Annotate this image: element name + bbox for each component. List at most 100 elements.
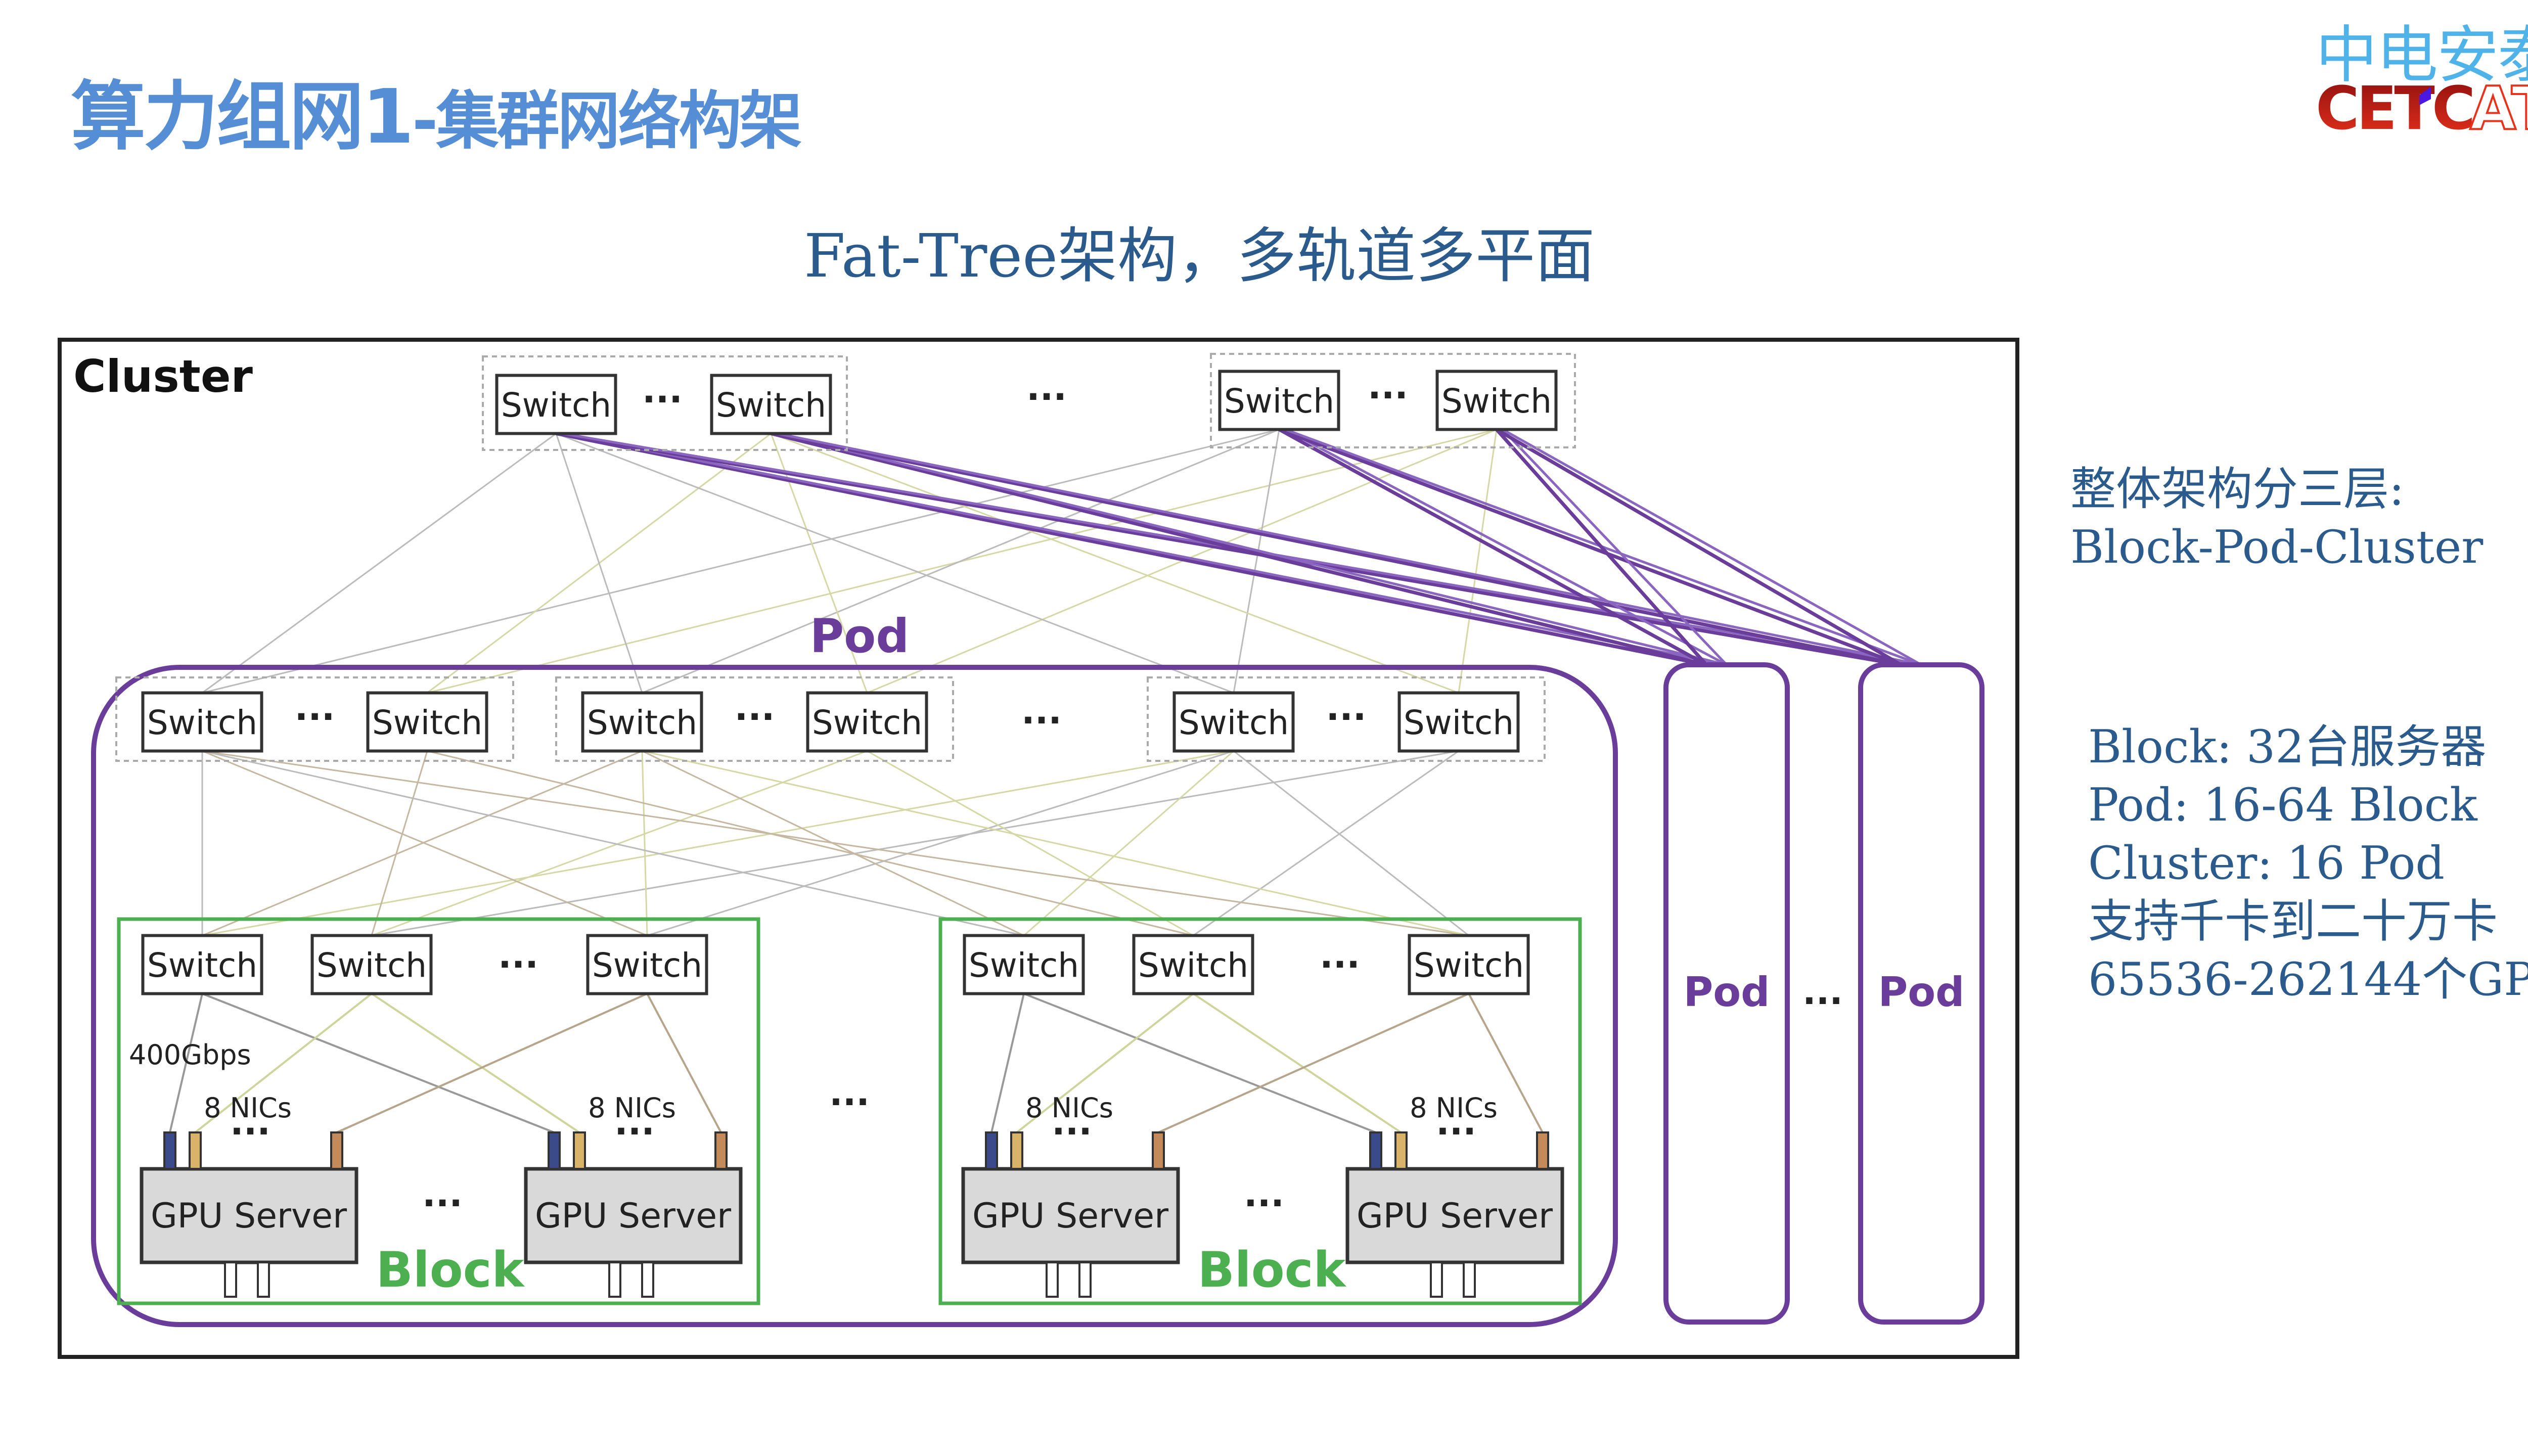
leaf-server-link (1192, 992, 1402, 1133)
title-sub: 集群网络构架 (436, 85, 802, 158)
nics-label: 8 NICs (588, 1092, 676, 1124)
spine-ellipsis: ··· (642, 379, 683, 420)
spine-pod-link (1495, 428, 1708, 666)
leaf-switch-label: Switch (592, 946, 702, 985)
pod-box (1858, 662, 1984, 1325)
leaf-server-link (990, 993, 1025, 1133)
spine-pod-link (771, 432, 1902, 667)
block-label: Block (376, 1242, 525, 1298)
pods-ellipsis: ··· (1802, 980, 1843, 1022)
server-port (608, 1261, 621, 1298)
nic-port (985, 1131, 998, 1170)
leaf-server-link (646, 993, 722, 1133)
spine-pod-link (1496, 428, 1902, 667)
server-port (224, 1261, 237, 1298)
gpu-server (140, 1167, 358, 1264)
agg-ellipsis: ··· (295, 696, 335, 738)
leaf-server-link (1016, 992, 1194, 1133)
block-frame (938, 917, 1582, 1305)
logo-accent-icon (2419, 87, 2431, 105)
leaf-agg-link (642, 750, 1469, 936)
agg-switch (366, 691, 488, 753)
leaf-server-link (1023, 992, 1376, 1133)
spine-group-1 (482, 355, 848, 451)
detail-gpu-count: 65536-262144个GPU (2088, 953, 2528, 1006)
spine-switch-label: Switch (1441, 382, 1552, 421)
agg-switch (1397, 691, 1520, 753)
leaf-agg-link (371, 750, 1459, 936)
agg-spine-link (770, 433, 868, 694)
agg-switch (1172, 691, 1295, 753)
agg-spine-link (555, 433, 643, 693)
agg-group-2 (555, 676, 954, 762)
leaf-switch (1132, 934, 1254, 995)
agg-group-3 (1147, 676, 1546, 762)
link-speed-label: 400Gbps (129, 1039, 251, 1071)
leaf-agg-link (202, 750, 1469, 936)
leaf-switch-label: Switch (317, 946, 427, 985)
logo-cetc-at-mark: CETC AT (2316, 81, 2528, 136)
gpu-server-label: GPU Server (972, 1196, 1168, 1236)
nics-label: 8 NICs (1410, 1092, 1498, 1124)
page-title: 算力组网1-集群网络构架 (71, 56, 802, 164)
blocks-ellipsis: ··· (829, 1081, 870, 1123)
spine-pod-link (777, 432, 1922, 666)
spine-switch (1218, 370, 1340, 431)
agg-ellipsis: ··· (1326, 696, 1367, 738)
overview-text: 整体架构分三层: Block-Pod-Cluster (2070, 460, 2483, 576)
pod-label: Pod (810, 609, 910, 663)
spine-switch (1435, 370, 1558, 431)
spine-pod-link (562, 432, 1727, 666)
cluster-frame (58, 338, 2019, 1359)
leaf-agg-link (202, 750, 1024, 936)
server-port (257, 1261, 270, 1298)
leaf-switch-label: Switch (969, 946, 1079, 985)
leaf-switch (141, 934, 263, 995)
leaf-agg-link (641, 751, 648, 936)
nic-ellipsis: ··· (230, 1111, 270, 1152)
agg-spine-link (1458, 429, 1498, 693)
gpu-server-label: GPU Server (535, 1196, 731, 1236)
leaf-server-link (1158, 992, 1469, 1133)
server-port (1430, 1261, 1443, 1298)
gpu-server-label: GPU Server (151, 1196, 347, 1236)
overview-line-1: 整体架构分三层: (2070, 463, 2405, 516)
spine-switch (710, 374, 832, 435)
pod-box-label: Pod (1878, 969, 1965, 1016)
nic-ellipsis: ··· (1052, 1111, 1092, 1152)
pod-frame (91, 665, 1618, 1327)
spine-pod-link (1502, 428, 1922, 666)
detail-pod: Pod: 16-64 Block (2088, 779, 2477, 832)
spine-switch-label: Switch (501, 386, 611, 425)
spine-switch-label: Switch (1224, 382, 1334, 421)
nic-port (1010, 1131, 1023, 1170)
agg-switch-label: Switch (372, 703, 482, 742)
server-ellipsis: ··· (1244, 1182, 1284, 1224)
spine-group-2 (1210, 353, 1576, 448)
server-port (641, 1261, 654, 1298)
nic-ellipsis: ··· (614, 1111, 655, 1152)
nics-label: 8 NICs (204, 1092, 292, 1124)
leaf-agg-link (867, 750, 1194, 936)
agg-switch-label: Switch (812, 703, 922, 742)
agg-switch-label: Switch (1404, 703, 1514, 742)
leaf-server-link (1468, 993, 1544, 1133)
leaf-server-link (169, 993, 203, 1133)
nic-port (189, 1131, 202, 1170)
nic-ellipsis: ··· (1436, 1111, 1476, 1152)
leaf-agg-link (1193, 750, 1459, 936)
detail-block: Block: 32台服务器 (2088, 720, 2487, 774)
leaf-switch (1408, 934, 1530, 995)
agg-spine-link (771, 433, 1459, 694)
nic-port (573, 1131, 586, 1170)
diagram-subtitle: Fat-Tree架构，多轨道多平面 (804, 221, 1595, 291)
detail-cluster: Cluster: 16 Pod (2088, 837, 2445, 890)
spine-groups-ellipsis: ··· (1026, 376, 1067, 418)
overview-line-2: Block-Pod-Cluster (2070, 521, 2484, 574)
links-layer (169, 428, 1922, 1133)
logo-chinese-text: 中电安泰 (2316, 19, 2528, 91)
leaf-server-link (202, 992, 555, 1133)
block-frame (117, 917, 760, 1305)
nic-port (714, 1131, 728, 1170)
